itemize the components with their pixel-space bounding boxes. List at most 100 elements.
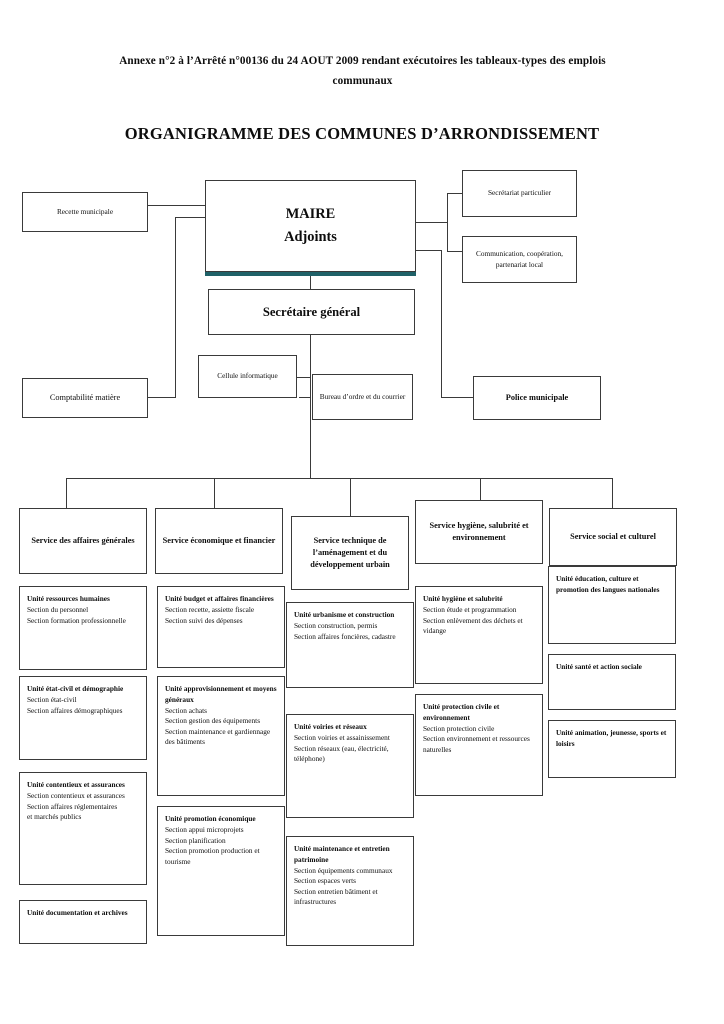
box-unite-education-culture[interactable]: Unité éducation, culture et promotion de…: [548, 566, 676, 644]
unit-title: Unité santé et action sociale: [556, 662, 642, 671]
service-technique-label: Service technique de l’aménagement et du…: [310, 535, 390, 569]
connector-maire-right-upper: [416, 222, 447, 224]
box-unite-protection-civile[interactable]: Unité protection civile et environnement…: [415, 694, 543, 796]
connector-maire-to-secretaire: [310, 272, 312, 289]
box-bureau-ordre-courrier[interactable]: Bureau d’ordre et du courrier: [312, 374, 413, 420]
maire-content: MAIRE Adjoints: [206, 203, 415, 249]
unit-title: Unité maintenance et entretien patrimoin…: [294, 844, 390, 864]
box-service-affaires-generales[interactable]: Service des affaires générales: [19, 508, 147, 574]
cellule-informatique-label: Cellule informatique: [217, 371, 278, 381]
unit-line: Section environnement et ressources natu…: [423, 734, 530, 754]
connector-police-vertical: [441, 250, 443, 397]
unit-title: Unité documentation et archives: [27, 908, 128, 917]
document-subtitle: Annexe n°2 à l’Arrêté n°00136 du 24 AOUT…: [119, 55, 606, 87]
unit-title: Unité ressources humaines: [27, 594, 110, 603]
unit-line: Section contentieux et assurances: [27, 791, 125, 801]
box-unite-etat-civil[interactable]: Unité état-civil et démographie Section …: [19, 676, 147, 760]
unit-title: Unité éducation, culture et promotion de…: [556, 574, 660, 594]
service-affaires-generales-label: Service des affaires générales: [31, 535, 135, 545]
box-unite-voiries-reseaux[interactable]: Unité voiries et réseaux Section voiries…: [286, 714, 414, 818]
unit-line: et marchés publics: [27, 812, 82, 822]
box-unite-sante-action-sociale[interactable]: Unité santé et action sociale: [548, 654, 676, 710]
connector-bureau-to-trunk: [299, 397, 311, 399]
unit-title: Unité hygiène et salubrité: [423, 594, 503, 603]
connector-services-bus: [66, 478, 612, 480]
connector-to-police-municipale: [441, 397, 473, 399]
box-unite-animation-jeunesse[interactable]: Unité animation, jeunesse, sports et loi…: [548, 720, 676, 778]
unit-line: Section construction, permis: [294, 621, 378, 631]
connector-bus-drop-1: [66, 478, 68, 508]
unit-line: Section espaces verts: [294, 876, 357, 886]
connector-secretaire-trunk: [310, 335, 312, 478]
service-hygiene-label: Service hygiène, salubrité et environnem…: [429, 520, 529, 542]
box-service-technique-amenagement[interactable]: Service technique de l’aménagement et du…: [291, 516, 409, 590]
recette-municipale-label: Recette municipale: [56, 206, 114, 216]
unit-line: Section réseaux (eau, électricité, télép…: [294, 743, 389, 764]
box-cellule-informatique[interactable]: Cellule informatique: [198, 355, 297, 398]
box-unite-budget-affaires-financieres[interactable]: Unité budget et affaires financières Sec…: [157, 586, 285, 668]
bureau-ordre-label: Bureau d’ordre et du courrier: [319, 391, 406, 401]
connector-maire-left-stub: [175, 217, 205, 219]
box-unite-ressources-humaines[interactable]: Unité ressources humaines Section du per…: [19, 586, 147, 670]
box-secretariat-particulier[interactable]: Secrétariat particulier: [462, 170, 577, 217]
box-communication-cooperation[interactable]: Communication, coopération, partenariat …: [462, 236, 577, 283]
unit-title: Unité protection civile et environnement: [423, 702, 500, 722]
box-unite-approvisionnement[interactable]: Unité approvisionnement et moyens généra…: [157, 676, 285, 796]
page-title: ORGANIGRAMME DES COMMUNES D’ARRONDISSEME…: [124, 124, 600, 143]
connector-maire-right-lower: [416, 250, 441, 252]
police-municipale-label: Police municipale: [505, 392, 569, 402]
unit-line: Section entretien bâtiment et infrastruc…: [294, 886, 378, 907]
unit-line: Section affaires démographiques: [27, 705, 123, 715]
unit-line: Section état-civil: [27, 695, 77, 705]
connector-maire-left-vertical: [175, 217, 177, 397]
maire-accent-bar: [205, 272, 416, 276]
box-unite-promotion-economique[interactable]: Unité promotion économique Section appui…: [157, 806, 285, 936]
service-social-culturel-label: Service social et culturel: [570, 531, 656, 541]
unit-line: Section équipements communaux: [294, 865, 393, 875]
box-service-hygiene-salubrite[interactable]: Service hygiène, salubrité et environnem…: [415, 500, 543, 564]
secretariat-particulier-label: Secrétariat particulier: [488, 188, 551, 198]
unit-title: Unité voiries et réseaux: [294, 722, 367, 731]
unit-line: Section gestion des équipements: [165, 716, 261, 726]
box-secretaire-general[interactable]: Secrétaire général: [208, 289, 415, 335]
unit-line: Section suivi des dépenses: [165, 615, 243, 625]
unit-title: Unité promotion économique: [165, 814, 256, 823]
box-service-economique-financier[interactable]: Service économique et financier: [155, 508, 283, 574]
unit-line: Section étude et programmation: [423, 605, 517, 615]
connector-bus-drop-2: [214, 478, 216, 508]
unit-title: Unité approvisionnement et moyens généra…: [165, 684, 277, 704]
service-economique-financier-label: Service économique et financier: [162, 535, 276, 545]
connector-to-communication: [447, 251, 462, 253]
comptabilite-matiere-label: Comptabilité matière: [49, 392, 121, 402]
box-unite-documentation-archives[interactable]: Unité documentation et archives: [19, 900, 147, 944]
unit-line: Section planification: [165, 835, 226, 845]
unit-line: Section maintenance et gardiennage des b…: [165, 726, 271, 747]
connector-to-secretariat-particulier: [447, 193, 462, 195]
box-service-social-culturel[interactable]: Service social et culturel: [549, 508, 677, 566]
connector-comptabilite-to-maire: [147, 397, 176, 399]
connector-right-bracket-vertical: [447, 193, 449, 251]
unit-title: Unité état-civil et démographie: [27, 684, 124, 693]
unit-line: Section protection civile: [423, 723, 495, 733]
box-unite-maintenance-patrimoine[interactable]: Unité maintenance et entretien patrimoin…: [286, 836, 414, 946]
unit-line: Section voiries et assainissement: [294, 733, 390, 743]
unit-title: Unité budget et affaires financières: [165, 594, 274, 603]
box-recette-municipale[interactable]: Recette municipale: [22, 192, 148, 232]
box-unite-contentieux-assurances[interactable]: Unité contentieux et assurances Section …: [19, 772, 147, 885]
adjoints-label: Adjoints: [284, 229, 337, 245]
box-police-municipale[interactable]: Police municipale: [473, 376, 601, 420]
unit-line: Section enlèvement des déchets et vidang…: [423, 615, 523, 636]
box-unite-hygiene-salubrite[interactable]: Unité hygiène et salubrité Section étude…: [415, 586, 543, 684]
unit-title: Unité contentieux et assurances: [27, 780, 125, 789]
unit-line: Section affaires foncières, cadastre: [294, 631, 396, 641]
box-unite-urbanisme-construction[interactable]: Unité urbanisme et construction Section …: [286, 602, 414, 688]
unit-line: Section achats: [165, 705, 207, 715]
unit-title: Unité urbanisme et construction: [294, 610, 395, 619]
connector-cellule-to-trunk: [297, 377, 311, 379]
box-comptabilite-matiere[interactable]: Comptabilité matière: [22, 378, 148, 418]
box-maire[interactable]: MAIRE Adjoints: [205, 180, 416, 272]
connector-bus-drop-4: [480, 478, 482, 500]
connector-recette-to-maire: [147, 205, 205, 207]
unit-line: Section affaires réglementaires: [27, 801, 118, 811]
